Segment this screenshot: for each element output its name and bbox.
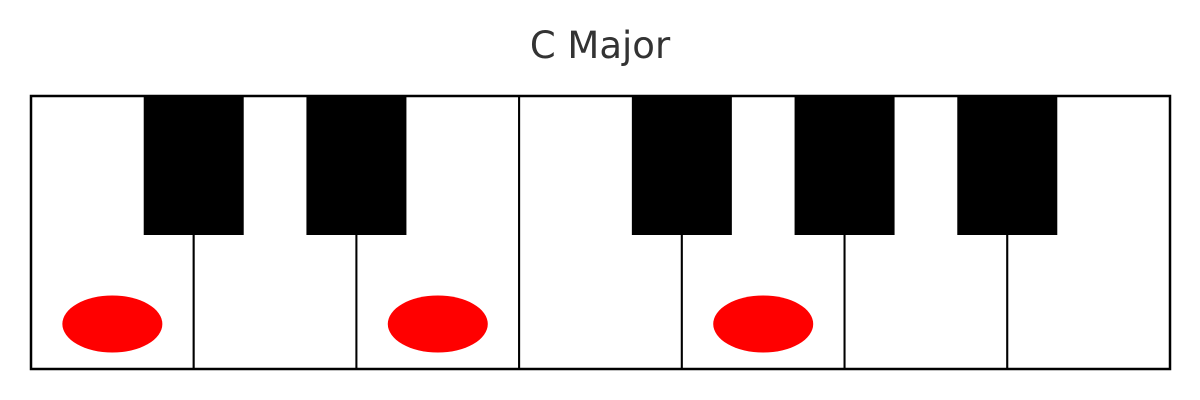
keyboard-frame (29, 94, 1172, 371)
highlight-dot-g (713, 295, 814, 353)
black-key-gsharp[interactable] (794, 96, 895, 235)
chord-title: C Major (529, 24, 671, 67)
highlight-dots-layer (62, 295, 814, 353)
black-key-fsharp[interactable] (631, 96, 732, 235)
highlight-dot-e (387, 295, 488, 353)
black-keys-layer (143, 96, 1058, 235)
black-key-dsharp[interactable] (306, 96, 407, 235)
highlight-dot-c (62, 295, 163, 353)
black-key-csharp[interactable] (143, 96, 244, 235)
black-key-asharp[interactable] (957, 96, 1058, 235)
